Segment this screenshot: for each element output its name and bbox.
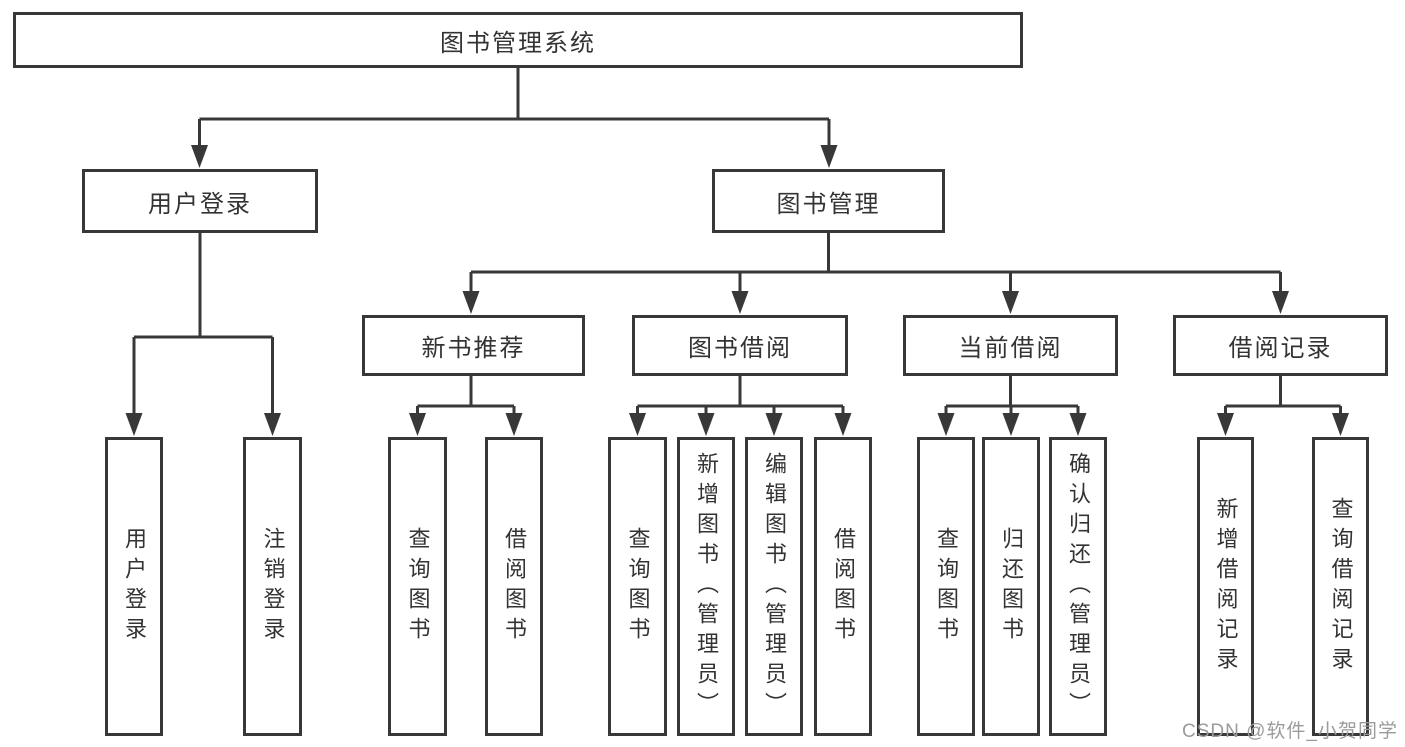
leaf-label: 归还图书 xyxy=(999,526,1024,647)
leaf-label: 注销登录 xyxy=(260,526,286,647)
leaf-query-books-borrow: 查询图书 xyxy=(608,437,667,736)
leaf-query-borrow-record: 查询借阅记录 xyxy=(1312,437,1369,736)
connector-current-borrow-children xyxy=(937,376,1087,436)
csdn-watermark: CSDN @软件_小贺同学 xyxy=(1182,721,1398,742)
leaf-edit-books-admin: 编辑图书（管理员） xyxy=(745,437,803,736)
leaf-query-books-recommend: 查询图书 xyxy=(388,437,447,736)
leaf-label: 查询图书 xyxy=(625,526,651,647)
node-new-book-recommend: 新书推荐 xyxy=(362,315,585,376)
leaf-label: 编辑图书（管理员） xyxy=(762,451,787,722)
leaf-label: 新增图书（管理员） xyxy=(694,451,719,722)
node-label: 图书管理系统 xyxy=(440,29,596,57)
leaf-borrow-books-recommend: 借阅图书 xyxy=(485,437,543,736)
node-user-login: 用户登录 xyxy=(82,169,318,233)
node-library-management-system: 图书管理系统 xyxy=(13,12,1023,68)
leaf-label: 新增借阅记录 xyxy=(1213,496,1239,677)
leaf-query-books-current: 查询图书 xyxy=(917,437,975,736)
leaf-confirm-return-admin: 确认归还（管理员） xyxy=(1049,437,1107,736)
leaf-add-borrow-record: 新增借阅记录 xyxy=(1197,437,1254,736)
connector-root-to-level2 xyxy=(191,68,838,168)
connector-borrow-records-children xyxy=(1217,376,1349,436)
connector-user-login-children xyxy=(125,233,281,436)
leaf-user-login: 用户登录 xyxy=(105,437,163,736)
node-book-borrow: 图书借阅 xyxy=(632,315,848,376)
leaf-add-books-admin: 新增图书（管理员） xyxy=(677,437,735,736)
node-current-borrow: 当前借阅 xyxy=(903,315,1118,376)
leaf-label: 查询借阅记录 xyxy=(1328,496,1354,677)
leaf-logout: 注销登录 xyxy=(243,437,302,736)
node-label: 图书借阅 xyxy=(688,335,792,362)
node-borrow-records: 借阅记录 xyxy=(1173,315,1388,376)
node-label: 新书推荐 xyxy=(421,335,526,362)
leaf-label: 借阅图书 xyxy=(831,526,856,647)
leaf-label: 确认归还（管理员） xyxy=(1066,451,1091,722)
leaf-label: 查询图书 xyxy=(934,526,959,647)
leaf-label: 查询图书 xyxy=(405,526,431,647)
node-label: 当前借阅 xyxy=(958,335,1063,362)
leaf-label: 借阅图书 xyxy=(502,526,527,647)
connector-book-management-children xyxy=(462,233,1289,314)
node-label: 用户登录 xyxy=(148,190,252,218)
leaf-label: 用户登录 xyxy=(122,526,147,647)
connector-new-book-recommend-children xyxy=(409,376,523,436)
node-label: 图书管理 xyxy=(776,190,881,218)
node-book-management: 图书管理 xyxy=(712,169,945,233)
leaf-return-books: 归还图书 xyxy=(982,437,1040,736)
node-label: 借阅记录 xyxy=(1228,335,1333,362)
leaf-borrow-books: 借阅图书 xyxy=(814,437,872,736)
connector-book-borrow-children xyxy=(629,376,852,436)
